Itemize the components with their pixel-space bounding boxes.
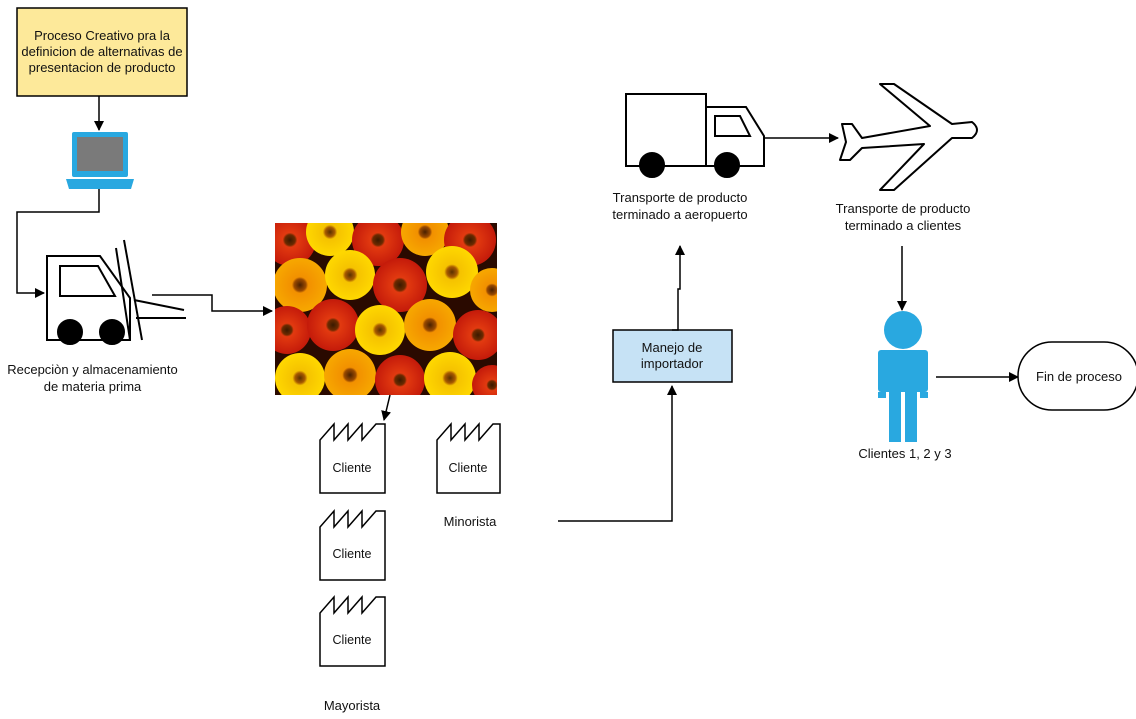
factory-label-4: Cliente — [448, 461, 488, 475]
factory-icon — [319, 509, 386, 581]
arrow-flowers-to-mayorista — [381, 394, 391, 421]
end-label: Fin de proceso — [1036, 369, 1122, 384]
arrow-to-importer — [558, 385, 677, 522]
clients-label: Clientes 1, 2 y 3 — [858, 446, 952, 461]
person-icon — [878, 311, 928, 442]
truck-label: Transporte de producto terminado a aerop… — [612, 190, 748, 222]
creative-process-box — [16, 7, 188, 97]
minorista-label: Minorista — [443, 514, 497, 529]
creative-process-text: Proceso Creativo pra la definicion de al… — [21, 28, 183, 75]
factory-icon — [319, 595, 386, 667]
truck-icon — [625, 93, 765, 178]
factory-icon — [319, 422, 386, 494]
factory-label-2: Cliente — [332, 547, 372, 561]
mayorista-label: Mayorista — [323, 698, 381, 713]
arrow-laptop-to-forklift — [16, 189, 100, 298]
importer-box — [612, 329, 733, 383]
end-terminator — [1017, 341, 1136, 411]
laptop-icon — [66, 132, 134, 189]
factory-icon — [436, 422, 501, 494]
airplane-icon — [839, 83, 978, 191]
factory-label-1: Cliente — [332, 461, 372, 475]
reception-label: Recepciòn y almacenamiento de materia pr… — [7, 362, 178, 394]
arrow-importer-to-truck — [672, 245, 685, 331]
flowers-image — [275, 223, 497, 395]
factory-label-3: Cliente — [332, 633, 372, 647]
plane-label: Transporte de producto terminado a clien… — [835, 201, 971, 233]
forklift-icon — [46, 239, 186, 345]
importer-text: Manejo de importador — [640, 340, 704, 371]
arrow-forklift-to-flowers — [152, 294, 273, 316]
